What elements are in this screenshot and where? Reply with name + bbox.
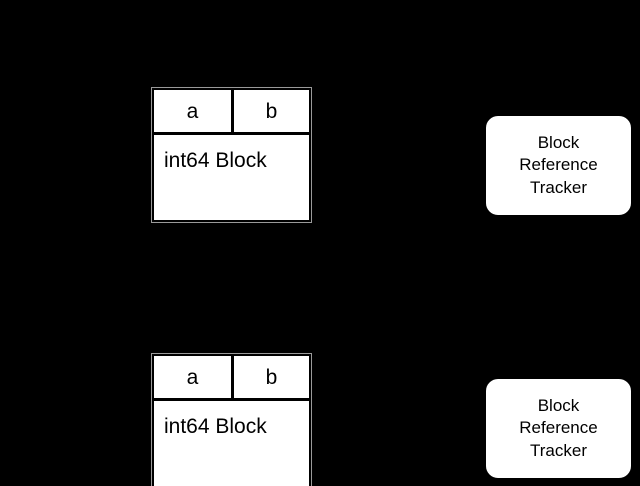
- block-reference-tracker-top-label: Block Reference Tracker: [519, 133, 598, 197]
- block-table-top[interactable]: a b int64 Block: [151, 87, 312, 223]
- block-reference-tracker-top[interactable]: Block Reference Tracker: [483, 113, 634, 218]
- block-table-bottom-body-label: int64 Block: [164, 415, 267, 438]
- block-table-bottom[interactable]: a b int64 Block: [151, 353, 312, 486]
- block-table-top-body: int64 Block: [154, 135, 309, 220]
- block-table-top-header-row: a b: [154, 90, 309, 135]
- block-table-bottom-header-row: a b: [154, 356, 309, 401]
- block-table-bottom-column-b[interactable]: b: [234, 356, 309, 398]
- block-reference-tracker-bottom[interactable]: Block Reference Tracker: [483, 376, 634, 481]
- block-table-top-column-b[interactable]: b: [234, 90, 309, 132]
- block-table-bottom-column-a[interactable]: a: [154, 356, 234, 398]
- block-reference-tracker-bottom-label: Block Reference Tracker: [519, 396, 598, 460]
- block-table-top-column-a[interactable]: a: [154, 90, 234, 132]
- block-table-bottom-body: int64 Block: [154, 401, 309, 486]
- block-table-top-body-label: int64 Block: [164, 149, 267, 172]
